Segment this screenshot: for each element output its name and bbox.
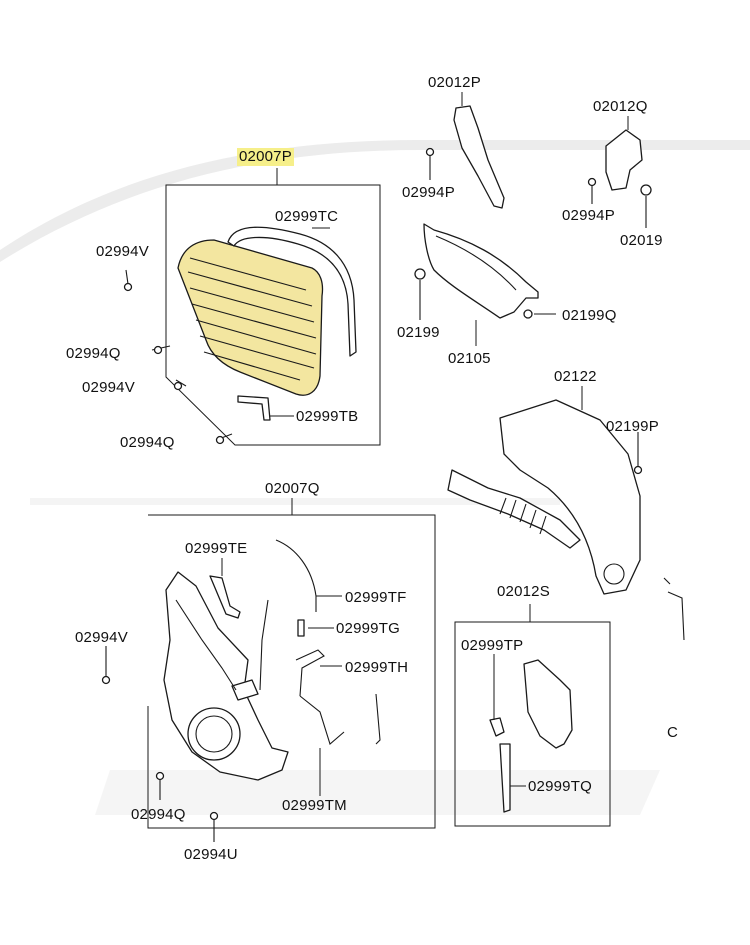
cap-02019 bbox=[640, 184, 652, 228]
seal-02999tg bbox=[297, 619, 305, 637]
label-02994q-a[interactable]: 02994Q bbox=[66, 345, 121, 362]
label-02994v-b[interactable]: 02994V bbox=[82, 379, 135, 396]
gasket-02999th bbox=[295, 649, 325, 697]
bolt-02994u bbox=[209, 811, 219, 842]
watermark bbox=[0, 140, 750, 815]
label-02994q-b[interactable]: 02994Q bbox=[120, 434, 175, 451]
label-02012p[interactable]: 02012P bbox=[428, 74, 481, 91]
bolt-02994v-a bbox=[123, 269, 133, 292]
gasket-02999tp bbox=[489, 717, 505, 737]
bolt-02994q-a bbox=[151, 345, 171, 355]
label-02199p[interactable]: 02199P bbox=[606, 418, 659, 435]
label-02999tm[interactable]: 02999TM bbox=[282, 797, 347, 814]
label-02007p[interactable]: 02007P bbox=[237, 148, 294, 166]
label-02994p-b[interactable]: 02994P bbox=[562, 207, 615, 224]
label-02199q[interactable]: 02199Q bbox=[562, 307, 617, 324]
bracket-02012p bbox=[453, 105, 505, 209]
label-02105[interactable]: 02105 bbox=[448, 350, 491, 367]
label-02999tq[interactable]: 02999TQ bbox=[528, 778, 592, 795]
bolt-02994v-b bbox=[173, 379, 187, 391]
label-02999tc[interactable]: 02999TC bbox=[275, 208, 339, 225]
timing-cover-upper[interactable] bbox=[177, 239, 324, 396]
label-02012q[interactable]: 02012Q bbox=[593, 98, 648, 115]
label-02122[interactable]: 02122 bbox=[554, 368, 597, 385]
label-02007q[interactable]: 02007Q bbox=[265, 480, 320, 497]
hose bbox=[447, 469, 581, 549]
bolt-02994p-b bbox=[587, 177, 597, 204]
bolt-02199p bbox=[633, 432, 643, 475]
label-02012s[interactable]: 02012S bbox=[497, 583, 550, 600]
label-02999tb[interactable]: 02999TB bbox=[296, 408, 359, 425]
gasket-02999tq bbox=[499, 743, 511, 813]
bolt-02994q-b bbox=[215, 433, 233, 445]
bolt-02199q bbox=[523, 309, 556, 319]
bracket-02012q bbox=[605, 129, 643, 191]
label-02994p-a[interactable]: 02994P bbox=[402, 184, 455, 201]
bolt-02994p-a bbox=[425, 147, 435, 180]
box-02007q bbox=[147, 514, 436, 829]
plate-02122 bbox=[499, 399, 641, 595]
label-02999tf[interactable]: 02999TF bbox=[345, 589, 407, 606]
box-02007p bbox=[165, 184, 381, 446]
label-02999te[interactable]: 02999TE bbox=[185, 540, 248, 557]
gasket-02999tb bbox=[237, 395, 271, 421]
gasket-02999tf bbox=[259, 539, 317, 691]
gasket-02999te bbox=[209, 575, 241, 619]
box-02012s bbox=[454, 621, 611, 827]
label-02994u[interactable]: 02994U bbox=[184, 846, 238, 863]
bolt-02199 bbox=[414, 268, 426, 320]
bolt-02994v-c bbox=[101, 646, 111, 685]
label-02019[interactable]: 02019 bbox=[620, 232, 663, 249]
gasket-02999tm bbox=[299, 693, 381, 745]
bolt-02994q-c bbox=[155, 771, 165, 800]
label-02999tg[interactable]: 02999TG bbox=[336, 620, 400, 637]
label-02999th[interactable]: 02999TH bbox=[345, 659, 409, 676]
gasket-02999tc bbox=[227, 226, 357, 357]
label-02999tp[interactable]: 02999TP bbox=[461, 637, 524, 654]
plate-02105 bbox=[423, 223, 539, 319]
label-02199[interactable]: 02199 bbox=[397, 324, 440, 341]
label-02994v-c[interactable]: 02994V bbox=[75, 629, 128, 646]
cover-02012s bbox=[523, 659, 573, 749]
timing-cover-lower bbox=[163, 571, 289, 781]
label-02994q-c[interactable]: 02994Q bbox=[131, 806, 186, 823]
label-c[interactable]: C bbox=[667, 724, 679, 741]
label-02994v-a[interactable]: 02994V bbox=[96, 243, 149, 260]
